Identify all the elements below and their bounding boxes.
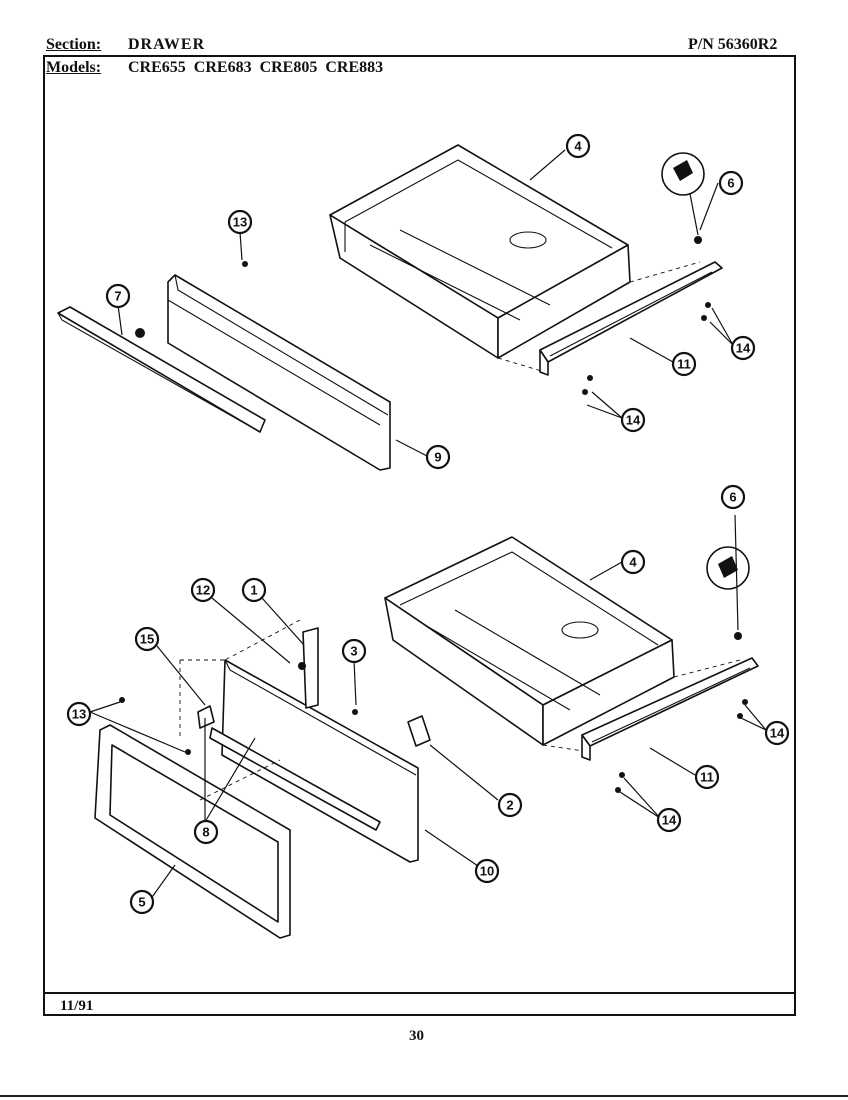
drawer-front-top	[135, 274, 391, 471]
svg-text:1: 1	[250, 583, 257, 598]
page-bottom-rule	[0, 1095, 848, 1097]
inner-drawer-front	[209, 627, 419, 863]
svg-text:11: 11	[700, 770, 714, 785]
footer-divider	[43, 992, 796, 994]
callout-14-bottom-right: 14	[764, 720, 790, 746]
svg-text:10: 10	[480, 864, 494, 879]
callout-2-bottom: 2	[497, 792, 523, 818]
callout-4-top: 4	[565, 133, 591, 159]
svg-text:11: 11	[677, 357, 691, 372]
svg-text:4: 4	[629, 555, 637, 570]
slide-rail-top	[539, 261, 723, 376]
drawer-box-bottom	[384, 536, 741, 753]
svg-text:14: 14	[662, 813, 677, 828]
svg-text:13: 13	[72, 707, 86, 722]
revision-date: 11/91	[60, 998, 94, 1014]
callout-14-top-left: 14	[620, 407, 646, 433]
trim-strip-top	[57, 306, 266, 433]
callout-10-bottom: 10	[474, 858, 500, 884]
svg-text:4: 4	[574, 139, 582, 154]
clip-inset-bottom	[706, 514, 750, 640]
diagram-frame	[43, 55, 796, 1016]
clip-inset-top	[661, 152, 705, 244]
part-number: P/N 56360R2	[688, 36, 778, 53]
drawer-box-top	[329, 144, 701, 373]
callout-7-top: 7	[105, 283, 131, 309]
screws-bottom	[615, 699, 748, 793]
svg-text:6: 6	[727, 176, 734, 191]
svg-text:9: 9	[434, 450, 441, 465]
callout-11-top: 11	[671, 351, 697, 377]
svg-text:14: 14	[770, 726, 785, 741]
svg-text:8: 8	[202, 825, 209, 840]
callout-14-bottom-left: 14	[656, 807, 682, 833]
callout-3-bottom: 3	[341, 638, 367, 664]
callout-11-bottom: 11	[694, 764, 720, 790]
callout-13-top: 13	[227, 209, 253, 235]
svg-text:3: 3	[350, 644, 357, 659]
svg-text:5: 5	[138, 895, 145, 910]
callout-9-top: 9	[425, 444, 451, 470]
svg-text:6: 6	[729, 490, 736, 505]
page-number: 30	[409, 1028, 424, 1044]
callout-8-bottom: 8	[193, 819, 219, 845]
callout-4-bottom: 4	[620, 549, 646, 575]
callout-13-bottom: 13	[66, 701, 92, 727]
section-label: Section:	[46, 36, 102, 53]
callout-6-bottom: 6	[720, 484, 746, 510]
callout-14-top-right: 14	[730, 335, 756, 361]
models-value: CRE655 CRE683 CRE805 CRE883	[128, 59, 384, 76]
callout-12-bottom: 12	[190, 577, 216, 603]
svg-text:14: 14	[736, 341, 751, 356]
screws-top	[242, 261, 711, 395]
slide-rail-bottom	[581, 657, 759, 761]
section-value: DRAWER	[128, 36, 206, 53]
svg-text:7: 7	[114, 289, 121, 304]
callout-6-top: 6	[718, 170, 744, 196]
callout-15-bottom: 15	[134, 626, 160, 652]
bracket-and-bumper	[119, 697, 431, 755]
svg-text:12: 12	[196, 583, 210, 598]
svg-text:14: 14	[626, 413, 641, 428]
models-label: Models:	[46, 59, 102, 76]
callout-1-bottom: 1	[241, 577, 267, 603]
svg-text:2: 2	[506, 798, 513, 813]
svg-text:15: 15	[140, 632, 154, 647]
svg-text:13: 13	[233, 215, 247, 230]
callout-5-bottom: 5	[129, 889, 155, 915]
